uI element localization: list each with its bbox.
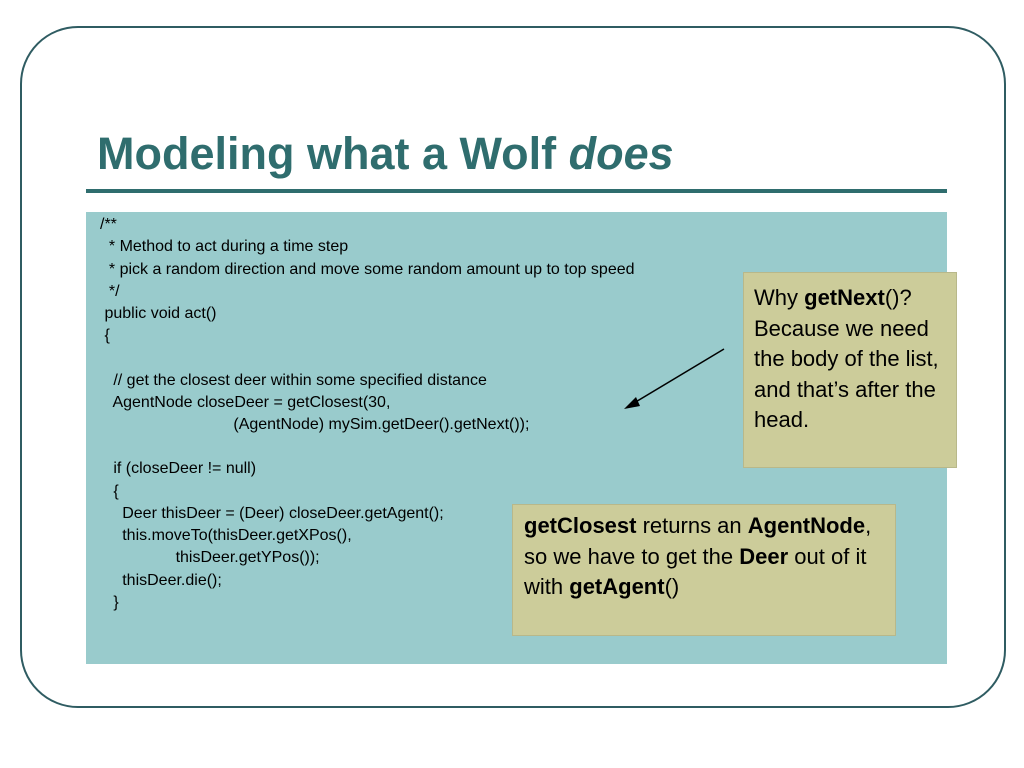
callout-text: ()? Because we need the body of the list… xyxy=(754,285,939,432)
code-line: Deer thisDeer = (Deer) closeDeer.getAgen… xyxy=(100,505,444,522)
code-line: thisDeer.die(); xyxy=(100,572,222,589)
code-line: * Method to act during a time step xyxy=(100,238,349,255)
title-text: Modeling what a Wolf xyxy=(97,128,569,179)
callout-bold-term: getAgent xyxy=(569,574,665,599)
code-line: (AgentNode) mySim.getDeer().getNext()); xyxy=(100,416,530,433)
code-line: AgentNode closeDeer = getClosest(30, xyxy=(100,394,391,411)
code-line: public void act() xyxy=(100,305,217,322)
slide-title: Modeling what a Wolf does xyxy=(97,126,674,182)
callout-bold-term: getNext xyxy=(804,285,885,310)
code-line: { xyxy=(100,327,110,344)
callout-bold-term: Deer xyxy=(739,543,789,569)
callout-bold-term: getClosest xyxy=(524,513,637,538)
code-line: { xyxy=(100,483,119,500)
code-line: thisDeer.getYPos()); xyxy=(100,549,320,566)
code-line: */ xyxy=(100,283,120,300)
callout-text: returns an xyxy=(636,513,748,538)
callout-text: , so we have to get the xyxy=(524,513,872,569)
callout-bold-term: AgentNode xyxy=(747,513,866,538)
title-emphasis: does xyxy=(568,128,674,179)
code-line: /** xyxy=(100,216,117,233)
callout-text: out of it with xyxy=(524,543,867,600)
callout-why-getnext: Why getNext()? Because we need the body … xyxy=(743,272,957,468)
callout-text: Why xyxy=(754,285,805,310)
code-line: // get the closest deer within some spec… xyxy=(100,372,487,389)
title-underline xyxy=(86,189,947,193)
code-line: this.moveTo(thisDeer.getXPos(), xyxy=(100,527,352,544)
slide-frame xyxy=(20,26,1006,708)
code-line: if (closeDeer != null) xyxy=(100,460,257,477)
callout-text: () xyxy=(664,574,680,599)
callout-getclosest: getClosest returns an AgentNode, so we h… xyxy=(512,504,896,636)
code-line: } xyxy=(100,594,119,611)
code-line: * pick a random direction and move some … xyxy=(100,261,635,278)
